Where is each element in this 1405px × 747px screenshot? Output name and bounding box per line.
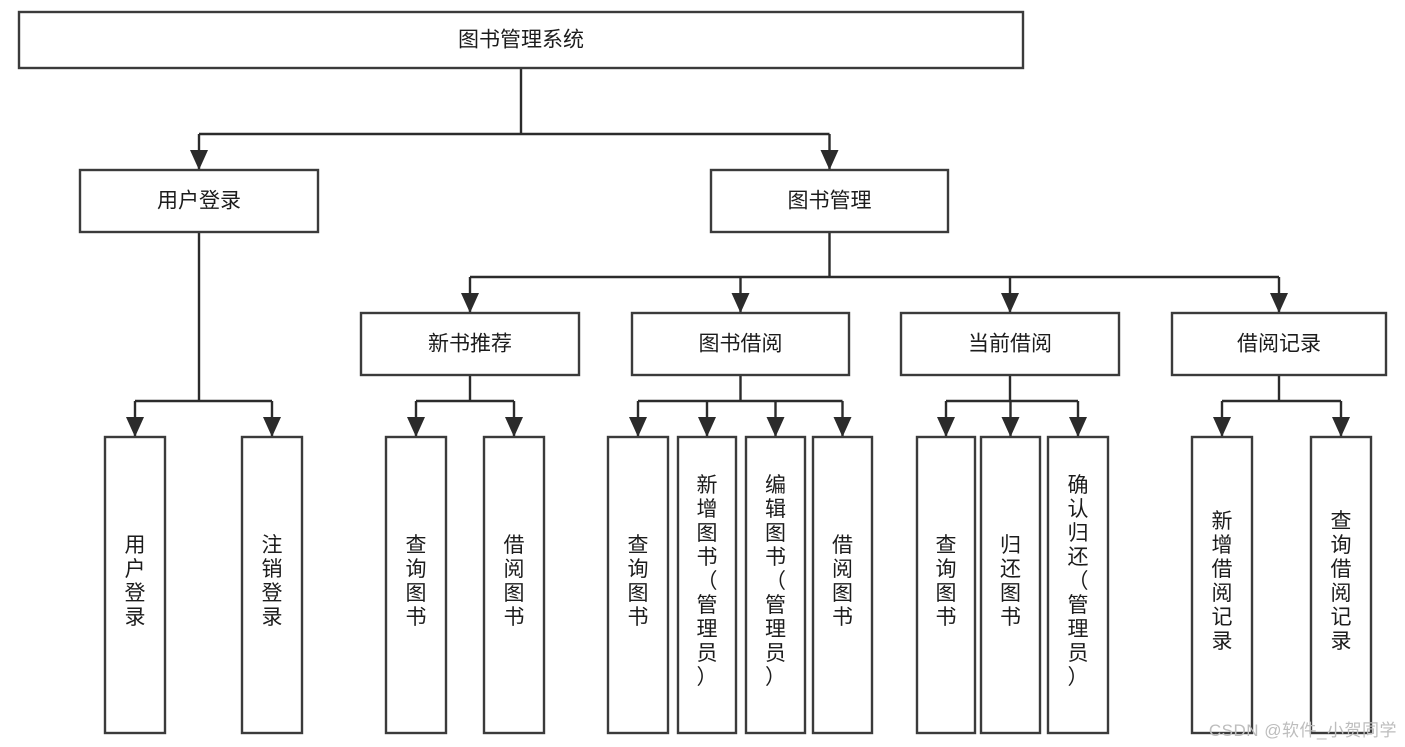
watermark-label: CSDN @软件_小贺同学 [1208, 721, 1397, 740]
node-box [482, 435, 546, 735]
node-box [103, 435, 167, 735]
arrow-head-icon [505, 417, 523, 437]
node-box [606, 435, 670, 735]
node-label: 查询图书 [406, 534, 427, 629]
node-root[interactable]: 图书管理系统 [17, 10, 1025, 70]
node-box [359, 311, 581, 377]
node-label: 图书管理 [788, 190, 872, 213]
node-leaf-user-logout[interactable]: 注销登录 [240, 435, 304, 735]
arrow-head-icon [766, 417, 785, 437]
arrow-head-icon [698, 417, 716, 437]
node-box [676, 435, 738, 735]
arrow-head-icon [1332, 417, 1350, 437]
node-book-manage[interactable]: 图书管理 [709, 168, 950, 234]
node-label: 注销登录 [262, 534, 283, 629]
node-current-borrow[interactable]: 当前借阅 [899, 311, 1121, 377]
node-label: 用户登录 [125, 534, 146, 629]
node-leaf-add-book[interactable]: 新增图书（管理员） [676, 435, 738, 735]
node-label: 查询借阅记录 [1331, 510, 1352, 653]
arrow-head-icon [937, 417, 955, 437]
node-label: 归还图书 [1000, 534, 1021, 629]
node-box [811, 435, 874, 735]
arrow-head-icon [461, 293, 479, 313]
node-box [384, 435, 448, 735]
node-box [1309, 435, 1373, 735]
node-new-book-rec[interactable]: 新书推荐 [359, 311, 581, 377]
node-label: 图书借阅 [699, 333, 783, 356]
node-leaf-query-record[interactable]: 查询借阅记录 [1309, 435, 1373, 735]
arrow-head-icon [1270, 293, 1288, 313]
node-box [979, 435, 1042, 735]
node-box [630, 311, 851, 377]
node-label: 确认归还（管理员） [1068, 474, 1089, 689]
node-leaf-query-book-2[interactable]: 查询图书 [606, 435, 670, 735]
arrow-head-icon [1069, 417, 1087, 437]
arrow-head-icon [263, 417, 281, 437]
arrow-head-icon [820, 150, 839, 170]
node-box [1046, 435, 1110, 735]
node-box [240, 435, 304, 735]
node-label: 图书管理系统 [458, 29, 584, 52]
node-leaf-borrow-book-2[interactable]: 借阅图书 [811, 435, 874, 735]
node-layer: 图书管理系统用户登录图书管理新书推荐图书借阅当前借阅借阅记录用户登录注销登录查询… [17, 10, 1388, 735]
node-box [1170, 311, 1388, 377]
node-leaf-query-book-1[interactable]: 查询图书 [384, 435, 448, 735]
node-book-borrow[interactable]: 图书借阅 [630, 311, 851, 377]
node-leaf-confirm-return[interactable]: 确认归还（管理员） [1046, 435, 1110, 735]
node-box [744, 435, 807, 735]
arrow-head-icon [1001, 293, 1019, 313]
node-label: 当前借阅 [968, 333, 1052, 356]
node-label: 用户登录 [157, 190, 241, 213]
node-label: 查询图书 [936, 534, 957, 629]
node-box [899, 311, 1121, 377]
node-label: 新增图书（管理员） [697, 474, 718, 689]
arrow-head-icon [629, 417, 647, 437]
arrow-head-icon [1213, 417, 1231, 437]
arrow-head-icon [833, 417, 852, 437]
arrow-head-icon [407, 417, 425, 437]
node-leaf-add-record[interactable]: 新增借阅记录 [1190, 435, 1254, 735]
node-box [17, 10, 1025, 70]
connector-layer [126, 68, 1350, 437]
node-box [709, 168, 950, 234]
node-leaf-borrow-book-1[interactable]: 借阅图书 [482, 435, 546, 735]
arrow-head-icon [731, 293, 750, 313]
arrow-head-icon [190, 150, 208, 170]
node-label: 借阅记录 [1237, 333, 1321, 356]
node-box [78, 168, 320, 234]
node-borrow-record[interactable]: 借阅记录 [1170, 311, 1388, 377]
arrow-head-icon [126, 417, 144, 437]
node-label: 借阅图书 [832, 534, 853, 629]
node-leaf-query-book-3[interactable]: 查询图书 [915, 435, 977, 735]
node-leaf-user-login[interactable]: 用户登录 [103, 435, 167, 735]
node-label: 查询图书 [628, 534, 649, 629]
node-label: 新增借阅记录 [1212, 510, 1233, 653]
node-label: 新书推荐 [428, 333, 512, 356]
node-leaf-edit-book[interactable]: 编辑图书（管理员） [744, 435, 807, 735]
node-leaf-return-book[interactable]: 归还图书 [979, 435, 1042, 735]
node-box [915, 435, 977, 735]
arrow-head-icon [1001, 417, 1020, 437]
node-label: 编辑图书（管理员） [765, 474, 786, 689]
node-user-login[interactable]: 用户登录 [78, 168, 320, 234]
node-box [1190, 435, 1254, 735]
node-label: 借阅图书 [504, 534, 525, 629]
